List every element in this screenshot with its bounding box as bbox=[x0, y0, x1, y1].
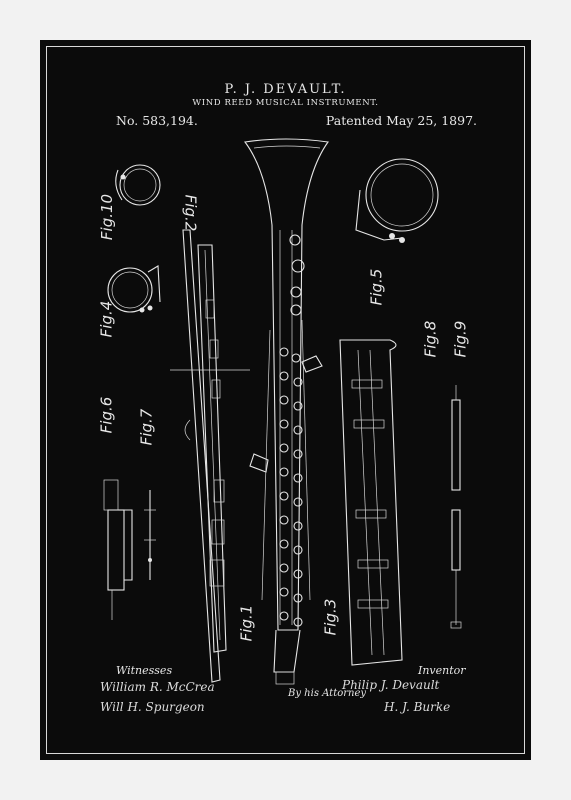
segment-fig3-illustration bbox=[339, 339, 403, 666]
fig1-label: Fig.1 bbox=[237, 604, 256, 642]
fig7-label: Fig.7 bbox=[137, 408, 156, 446]
patent-date: Patented May 25, 1897. bbox=[325, 113, 477, 128]
inventor-signature: Philip J. Devault bbox=[342, 678, 440, 692]
ring-fig5-illustration bbox=[355, 158, 439, 243]
fig5-label: Fig.5 bbox=[367, 268, 386, 306]
witnesses-label: Witnesses bbox=[116, 664, 173, 677]
fig10-label: Fig.10 bbox=[98, 193, 117, 241]
fig8-label: Fig.8 bbox=[421, 320, 440, 358]
fig9-label: Fig.9 bbox=[451, 320, 470, 358]
witness-signature-1: William R. McCrea bbox=[100, 680, 215, 694]
attorney-signature: H. J. Burke bbox=[384, 700, 451, 714]
patent-poster: P. J. DEVAULT. WIND REED MUSICAL INSTRUM… bbox=[40, 40, 531, 760]
rods-fig8-fig9-illustration bbox=[450, 385, 462, 629]
clarinet-main-illustration bbox=[244, 138, 329, 685]
ring-fig10-illustration bbox=[115, 164, 161, 206]
witness-signature-2: Will H. Spurgeon bbox=[100, 700, 205, 714]
patent-inventor-title: P. J. DEVAULT. bbox=[224, 82, 347, 97]
fig3-label: Fig.3 bbox=[321, 598, 340, 636]
fig6-label: Fig.6 bbox=[97, 396, 116, 434]
left-tube-illustration bbox=[170, 229, 250, 683]
clarinet-keys bbox=[249, 234, 323, 627]
patent-drawing bbox=[103, 138, 462, 685]
small-rod-fig7-illustration bbox=[144, 490, 156, 580]
attorney-prefix: By his Attorney bbox=[288, 688, 367, 699]
small-part-fig6-illustration bbox=[103, 479, 133, 620]
fig2-label: Fig.2 bbox=[181, 194, 200, 232]
poster-border bbox=[46, 46, 525, 754]
inventor-label: Inventor bbox=[418, 664, 466, 677]
fig4-label: Fig.4 bbox=[97, 300, 116, 338]
ring-fig4-illustration bbox=[107, 265, 161, 313]
patent-number: No. 583,194. bbox=[116, 113, 198, 128]
patent-invention-title: WIND REED MUSICAL INSTRUMENT. bbox=[192, 98, 379, 108]
